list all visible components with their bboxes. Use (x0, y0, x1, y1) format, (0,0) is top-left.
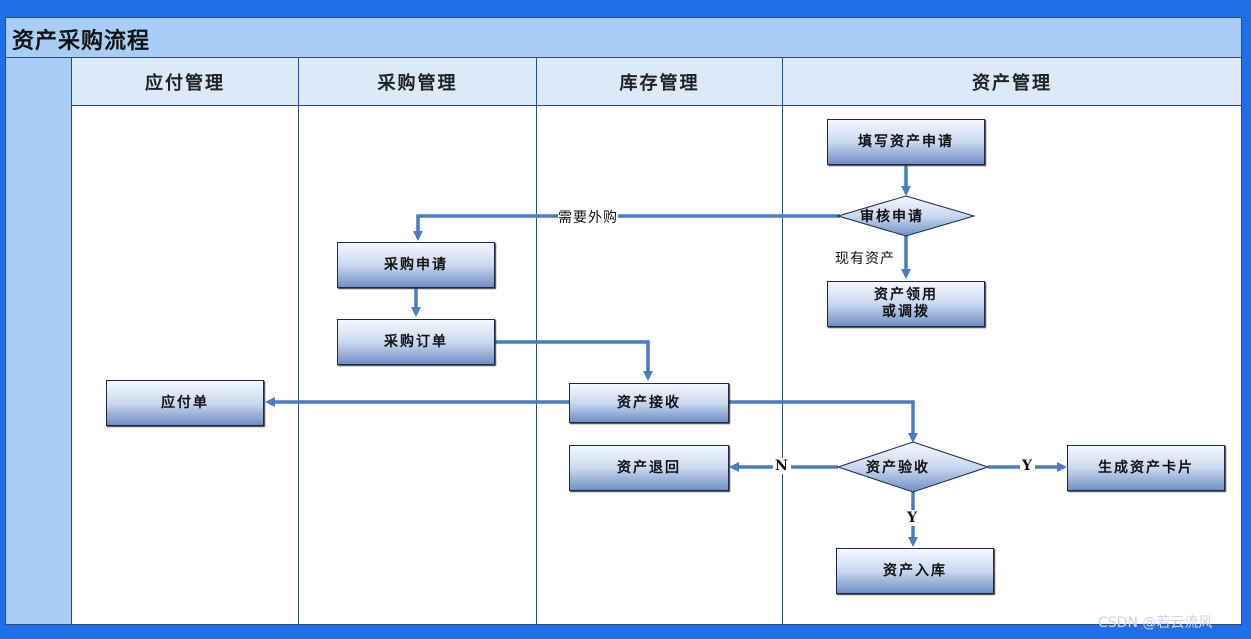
use-or-transfer-node: 资产领用 或调拨 (827, 281, 985, 327)
lane-payable (72, 106, 299, 624)
lane-header-purchasing: 采购管理 (299, 58, 537, 106)
lane-purchasing (299, 106, 537, 624)
title-bar: 资产采购流程 (6, 18, 1241, 58)
need-external-label: 需要外购 (558, 207, 618, 227)
review-diamond (836, 195, 976, 237)
purchase-order-node: 采购订单 (337, 319, 495, 365)
no-label: N (773, 458, 791, 474)
asset-receive-node: 资产接收 (569, 383, 729, 423)
asset-return-node: 资产退回 (569, 445, 729, 491)
inspect-node-label: 资产验收 (866, 460, 930, 476)
left-strip (6, 58, 72, 624)
watermark: CSDN @若云流风 (1098, 615, 1213, 631)
lane-header-inventory: 库存管理 (537, 58, 783, 106)
diagram-title: 资产采购流程 (12, 29, 151, 54)
yes-down-label: Y (905, 510, 920, 526)
inspect-diamond (836, 441, 990, 493)
fill-request-node: 填写资产申请 (827, 119, 985, 165)
review-node-label: 审核申请 (860, 209, 924, 225)
diagram-frame: 资产采购流程 应付管理 采购管理 库存管理 资产管理 (5, 17, 1242, 625)
lane-inventory (537, 106, 783, 624)
asset-card-node: 生成资产卡片 (1067, 445, 1225, 491)
arrow-receive-to-inspect (728, 400, 918, 443)
purchase-request-node: 采购申请 (337, 242, 495, 288)
arrow-review-to-purchase-request (413, 214, 840, 241)
use-or-transfer-line1: 资产领用 (874, 287, 938, 303)
lane-header-asset: 资产管理 (783, 58, 1241, 106)
yes-right-label: Y (1020, 458, 1035, 474)
payable-node: 应付单 (106, 380, 264, 426)
lane-header-payable: 应付管理 (72, 58, 299, 106)
arrow-order-to-receive (494, 340, 653, 381)
asset-store-node: 资产入库 (836, 548, 994, 594)
use-or-transfer-line2: 或调拨 (882, 304, 930, 320)
existing-asset-label: 现有资产 (835, 248, 895, 268)
